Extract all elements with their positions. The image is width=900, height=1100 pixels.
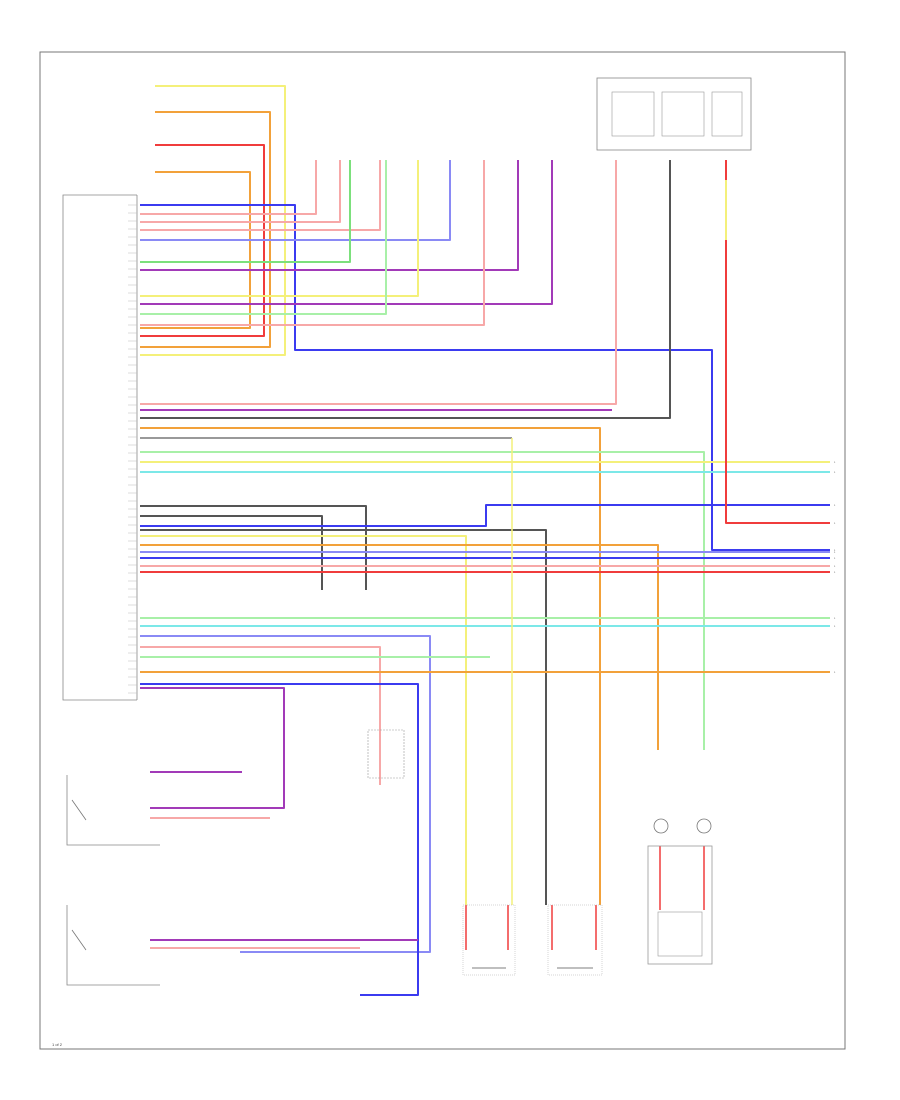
wire-orange-long	[140, 427, 601, 905]
wire-green-1	[140, 160, 351, 263]
wire-red-right	[725, 160, 830, 524]
driver-seatbelt-switch-outline	[66, 775, 160, 846]
driver-switch-blade	[71, 799, 87, 821]
sensor-inner-box-1	[611, 91, 655, 137]
wire-blue-2	[140, 504, 830, 527]
driver-squib-connector	[462, 904, 516, 976]
horn-lamp-2	[696, 818, 712, 834]
wire-gray-2	[140, 505, 367, 590]
wires-group	[140, 85, 830, 996]
passenger-seatbelt-switch-outline	[66, 905, 160, 986]
wire-dark-gray-long	[140, 160, 671, 419]
right-connector-marks: ››››››››››››	[834, 460, 836, 675]
tiny-labels	[128, 204, 137, 694]
right-connector-mark: ›	[834, 470, 836, 475]
wire-blue-low	[140, 635, 431, 953]
right-connector-mark: ›	[834, 521, 836, 526]
wire-orange-2	[140, 544, 659, 750]
right-connector-mark: ›	[834, 570, 836, 575]
passenger-switch-blade	[71, 929, 87, 951]
wire-dark-gray-4	[140, 529, 547, 905]
page-label: 1 of 2	[52, 1042, 63, 1047]
wire-top-yellow	[140, 85, 286, 356]
right-connector-mark: ›	[834, 564, 836, 569]
clockspring-box	[647, 845, 713, 965]
sensor-inner-box-3	[711, 91, 743, 137]
clockspring-inner-box	[657, 911, 703, 957]
wire-green-to-right	[140, 451, 705, 750]
passenger-squib-connector	[547, 904, 603, 976]
wire-yellow-mid	[140, 160, 419, 297]
wire-light-yellow-2	[140, 535, 467, 905]
right-connector-mark: ›	[834, 624, 836, 629]
wire-violet-1	[140, 160, 519, 271]
wire-violet-low	[140, 687, 285, 809]
wire-pink-low	[140, 646, 381, 785]
wire-light-blue-1	[140, 160, 451, 241]
right-connector-mark: ›	[834, 503, 836, 508]
right-connector-mark: ›	[834, 548, 836, 553]
wire-pink-long	[140, 160, 617, 405]
wire-blue-main	[140, 204, 830, 551]
wire-top-orange-2	[140, 171, 251, 329]
right-connector-mark: ›	[834, 616, 836, 621]
wire-pink-1	[140, 160, 317, 215]
diagram-frame	[39, 51, 846, 1050]
wire-light-green-1	[140, 160, 387, 315]
horn-lamp-1	[653, 818, 669, 834]
wire-violet-2	[140, 160, 553, 305]
airbag-module-outline	[62, 194, 137, 701]
right-connector-mark: ›	[834, 550, 836, 555]
wire-pink-4	[140, 160, 485, 326]
right-connector-mark: ›	[834, 556, 836, 561]
right-connector-mark: ›	[834, 670, 836, 675]
wire-pink-2	[140, 160, 341, 223]
occupant-sensor-box	[596, 77, 752, 151]
right-connector-mark: ›	[834, 460, 836, 465]
wire-pink-3	[140, 160, 381, 231]
sensor-inner-box-2	[661, 91, 705, 137]
classification-module-box	[367, 729, 405, 779]
wire-blue-bottom	[140, 683, 419, 996]
